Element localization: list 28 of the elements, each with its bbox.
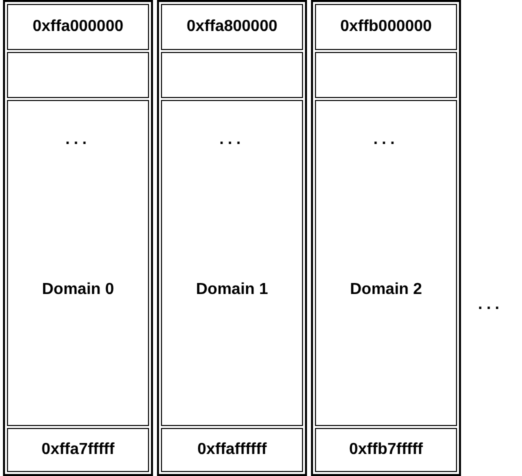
ellipsis-text: ... xyxy=(478,296,504,314)
memory-column xyxy=(3,0,153,476)
empty-cell xyxy=(315,52,457,98)
memory-column xyxy=(311,0,461,476)
ellipsis-text: ... xyxy=(372,131,400,149)
domain-label: Domain 1 xyxy=(194,281,269,299)
memory-region xyxy=(161,100,303,426)
address-cell xyxy=(7,4,149,50)
address-label: 0xffa000000 xyxy=(32,18,124,36)
memory-column xyxy=(157,0,307,476)
address-cell xyxy=(315,4,457,50)
address-label: 0xffb7fffff xyxy=(348,441,424,459)
empty-cell xyxy=(7,52,149,98)
memory-region xyxy=(315,100,457,426)
address-cell xyxy=(161,428,303,472)
domain-label: Domain 0 xyxy=(40,281,115,299)
address-label: 0xffaffffff xyxy=(196,441,268,459)
ellipsis-text: ... xyxy=(218,131,246,149)
domain-label: Domain 2 xyxy=(348,281,423,299)
address-cell xyxy=(161,4,303,50)
address-label: 0xffa7fffff xyxy=(40,441,116,459)
empty-cell xyxy=(161,52,303,98)
address-cell xyxy=(7,428,149,472)
address-label: 0xffa800000 xyxy=(186,18,278,36)
address-cell xyxy=(315,428,457,472)
ellipsis-text: ... xyxy=(64,131,92,149)
address-label: 0xffb000000 xyxy=(339,18,433,36)
memory-region xyxy=(7,100,149,426)
